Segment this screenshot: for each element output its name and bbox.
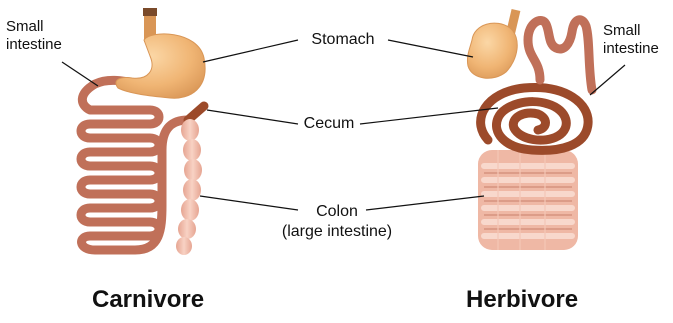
stomach-leader-right: [388, 40, 473, 57]
carnivore-small-intestine: [81, 80, 190, 250]
stomach-leader-left: [203, 40, 298, 62]
small-intestine-label-right: Small intestine: [603, 22, 671, 58]
cecum-label: Cecum: [298, 114, 360, 133]
colon-label: Colon: [266, 202, 408, 221]
herbivore-colon: [478, 150, 578, 250]
carnivore-stomach: [116, 34, 205, 98]
small-intestine-label-left: Small intestine: [6, 18, 76, 54]
herbivore-small-intestine: [528, 20, 592, 90]
herbivore-title: Herbivore: [466, 286, 578, 315]
carnivore-digestive-tract: [81, 8, 205, 255]
stomach-label: Stomach: [298, 30, 388, 49]
cecum-leader-left: [207, 110, 298, 124]
herbivore-digestive-tract: [467, 10, 592, 250]
small-intestine-leader-left: [62, 62, 98, 86]
carnivore-cecum: [188, 106, 204, 120]
carnivore-colon: [176, 119, 202, 255]
herbivore-stomach: [467, 23, 517, 78]
herbivore-cecum: [481, 87, 589, 150]
carnivore-esophagus-cap: [143, 8, 157, 16]
small-intestine-leader-right: [590, 65, 625, 95]
carnivore-title: Carnivore: [92, 286, 204, 315]
colon-sublabel: (large intestine): [266, 222, 408, 241]
